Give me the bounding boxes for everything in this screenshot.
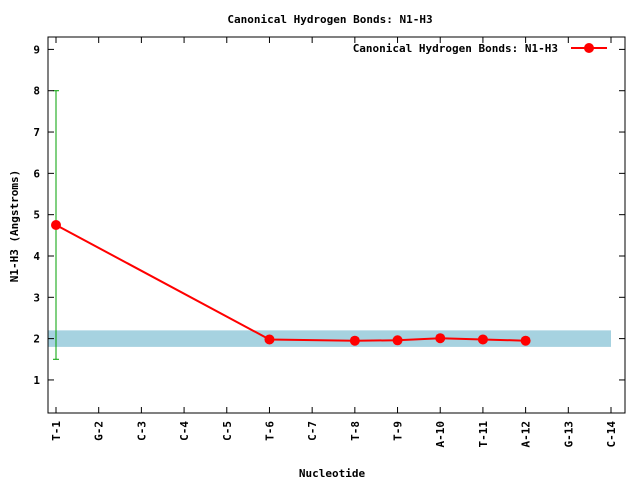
legend-marker-swatch [584, 43, 594, 53]
x-tick-label: C-4 [178, 421, 191, 441]
data-point [51, 220, 61, 230]
data-point [435, 333, 446, 344]
x-tick-label: T-9 [392, 421, 405, 441]
data-point [520, 335, 531, 346]
legend-label: Canonical Hydrogen Bonds: N1-H3 [353, 42, 558, 55]
data-point [264, 334, 275, 345]
x-tick-label: A-12 [520, 421, 533, 448]
chart-title: Canonical Hydrogen Bonds: N1-H3 [227, 13, 432, 26]
reference-band-layer [48, 330, 611, 347]
x-tick-label: C-5 [221, 421, 234, 441]
x-tick-label: A-10 [434, 421, 447, 448]
data-point [392, 335, 403, 346]
y-tick-label: 9 [33, 43, 40, 56]
axis-tick-layer: 1 2 3 4 5 6 7 8 9T-1 G-2 C-3 C-4 C-5 T-6 C-7 T-8 T-9 A-10… [33, 37, 625, 448]
y-tick-label: 2 [33, 333, 40, 346]
x-tick-label: C-7 [306, 421, 319, 441]
y-tick-label: 1 [33, 374, 40, 387]
x-tick-label: C-14 [605, 421, 618, 448]
legend: Canonical Hydrogen Bonds: N1-H3 [353, 42, 607, 55]
x-tick-label: C-3 [135, 421, 148, 441]
x-tick-label: T-6 [263, 421, 276, 441]
y-tick-label: 6 [33, 167, 40, 180]
x-tick-label: T-11 [477, 421, 490, 448]
x-tick-label: G-2 [93, 421, 106, 441]
y-tick-label: 7 [33, 126, 40, 139]
x-tick-label: G-13 [562, 421, 575, 448]
y-tick-label: 3 [33, 291, 40, 304]
data-point [477, 334, 488, 345]
x-axis-label: Nucleotide [299, 467, 366, 480]
y-tick-label: 8 [33, 85, 40, 98]
x-tick-label: T-1 [50, 421, 63, 441]
x-tick-label: T-8 [349, 421, 362, 441]
y-tick-label: 4 [33, 250, 40, 263]
reference-band [48, 330, 611, 347]
plot-frame [47, 36, 626, 414]
y-tick-label: 5 [33, 209, 40, 222]
y-axis-label: N1-H3 (Angstroms) [8, 170, 21, 283]
data-point [349, 335, 360, 346]
series-point-layer [51, 220, 531, 346]
